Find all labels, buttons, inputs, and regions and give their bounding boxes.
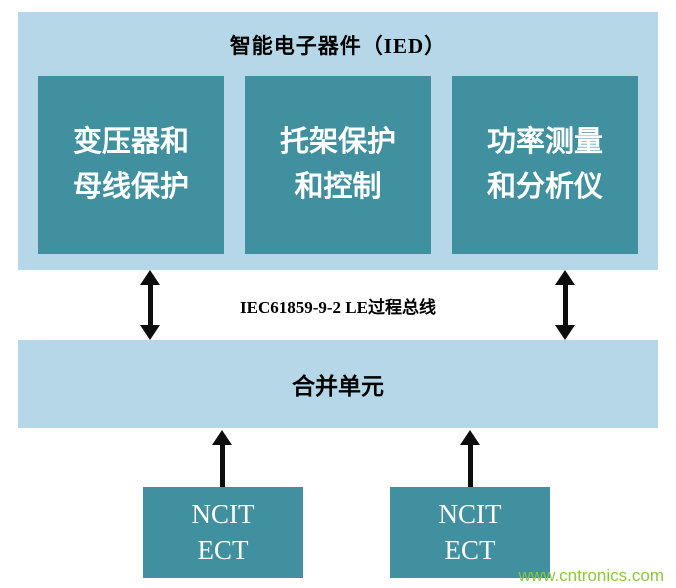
- double-arrow-right-icon: [555, 270, 575, 340]
- arrow-head-up-icon: [555, 270, 575, 285]
- process-bus-label: IEC61859-9-2 LE过程总线: [240, 298, 436, 317]
- double-arrow-left-icon: [140, 270, 160, 340]
- arrow-head-up-icon: [140, 270, 160, 285]
- merging-unit-bar: 合并单元: [18, 340, 658, 428]
- ied-title: 智能电子器件（IED）: [229, 34, 447, 58]
- arrow-head-down-icon: [140, 325, 160, 340]
- arrow-head-up-icon: [460, 430, 480, 445]
- ied-box-power-measurement-analyzer: 功率测量 和分析仪: [452, 76, 638, 254]
- watermark-text: www.cntronics.com: [518, 566, 664, 585]
- arrow-shaft: [562, 285, 568, 325]
- arrow-head-up-icon: [212, 430, 232, 445]
- arrow-shaft: [147, 285, 153, 325]
- ied-boxes-row: 变压器和 母线保护 托架保护 和控制 功率测量 和分析仪: [18, 76, 658, 254]
- ied-box-transformer-busbar-protection: 变压器和 母线保护: [38, 76, 224, 254]
- ied-box-bay-protection-control: 托架保护 和控制: [245, 76, 431, 254]
- up-arrow-right-icon: [460, 430, 480, 487]
- arrow-shaft: [219, 445, 225, 487]
- ncit-ect-box-left: NCIT ECT: [143, 487, 303, 578]
- ied-container: 智能电子器件（IED） 变压器和 母线保护 托架保护 和控制 功率测量 和分析仪: [18, 12, 658, 270]
- arrow-head-down-icon: [555, 325, 575, 340]
- up-arrow-left-icon: [212, 430, 232, 487]
- arrow-shaft: [467, 445, 473, 487]
- ncit-ect-box-right: NCIT ECT: [390, 487, 550, 578]
